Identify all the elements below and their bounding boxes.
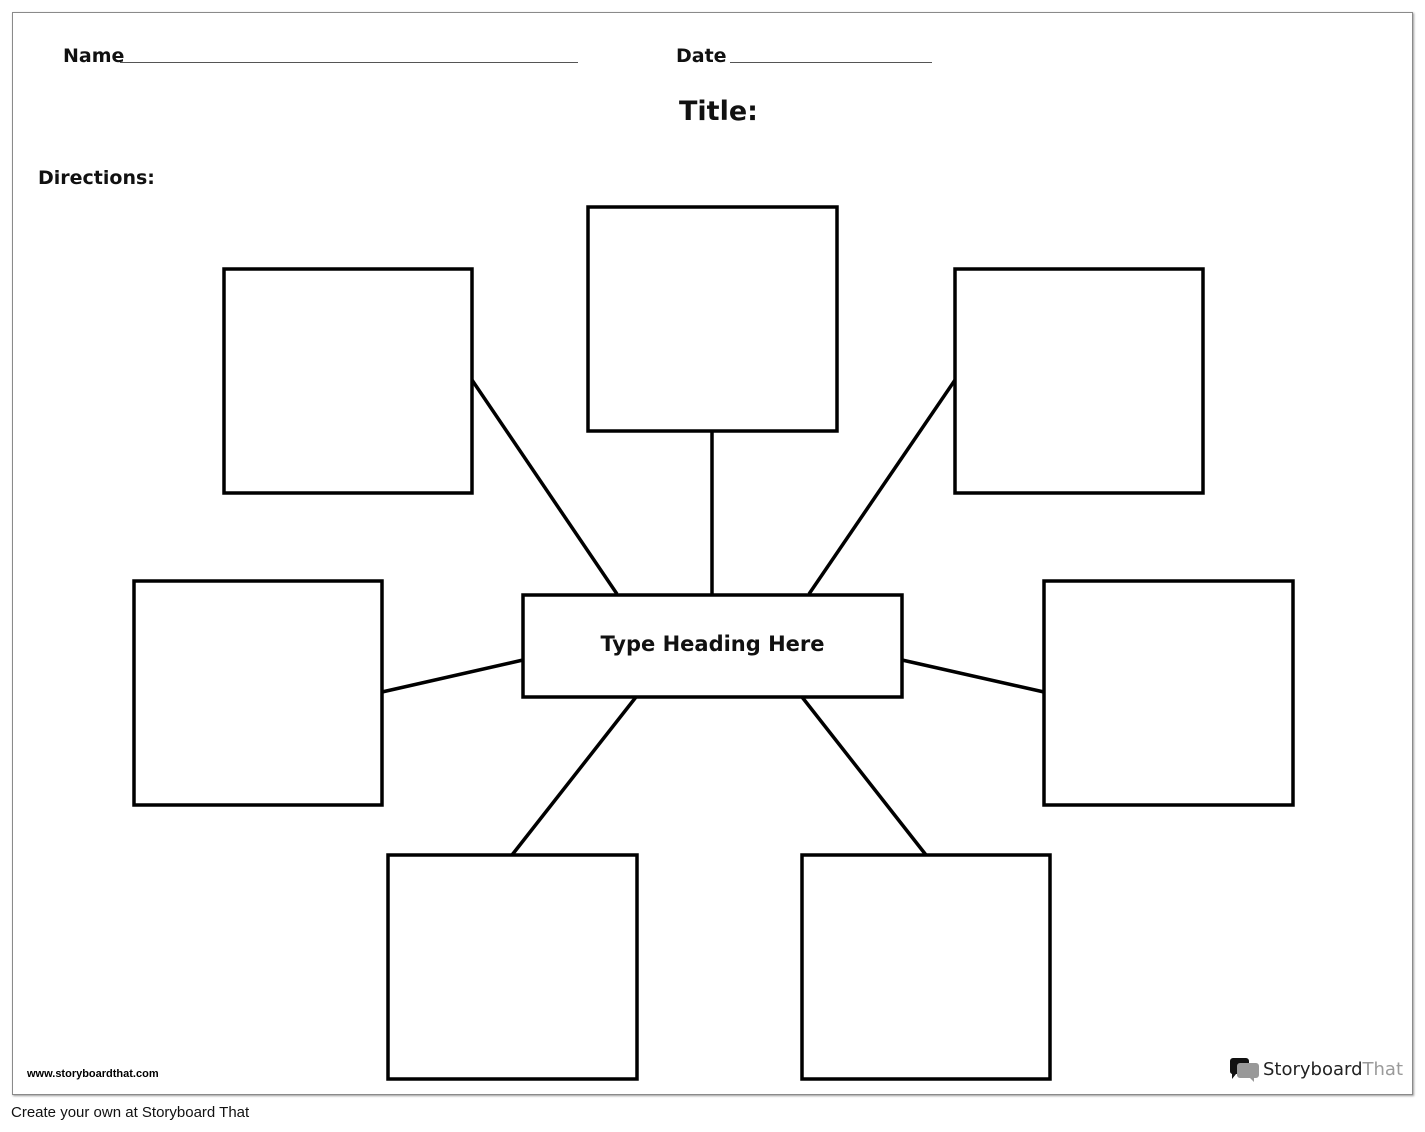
- create-your-own-link[interactable]: Create your own at Storyboard That: [11, 1104, 250, 1121]
- date-label: Date: [676, 45, 727, 67]
- outer-box-top-right[interactable]: [953, 267, 1205, 495]
- connector-line: [901, 658, 1045, 694]
- outer-box-top-left[interactable]: [222, 267, 474, 495]
- outer-box-bottom-right[interactable]: [800, 853, 1052, 1081]
- name-label: Name: [63, 45, 125, 67]
- outer-box-left[interactable]: [132, 579, 384, 807]
- connector-line: [470, 379, 619, 595]
- outer-box-bottom-left[interactable]: [386, 853, 639, 1081]
- outer-box-right[interactable]: [1042, 579, 1295, 807]
- website-url: www.storyboardthat.com: [27, 1068, 159, 1080]
- date-field-line[interactable]: [730, 62, 932, 63]
- name-field-line[interactable]: [120, 62, 578, 63]
- logo-text-light: That: [1362, 1058, 1404, 1080]
- center-heading[interactable]: Type Heading Here: [600, 632, 825, 656]
- directions-label: Directions:: [38, 167, 155, 189]
- connector-line: [381, 658, 524, 694]
- speech-bubbles-icon: [1229, 1058, 1259, 1082]
- title-label: Title:: [679, 96, 758, 127]
- connector-line: [510, 695, 638, 857]
- connector-line: [807, 379, 957, 595]
- center-box[interactable]: [521, 593, 904, 699]
- connector-line: [800, 695, 928, 857]
- outer-box-top-center[interactable]: [586, 205, 839, 433]
- logo-text-dark: Storyboard: [1263, 1058, 1363, 1080]
